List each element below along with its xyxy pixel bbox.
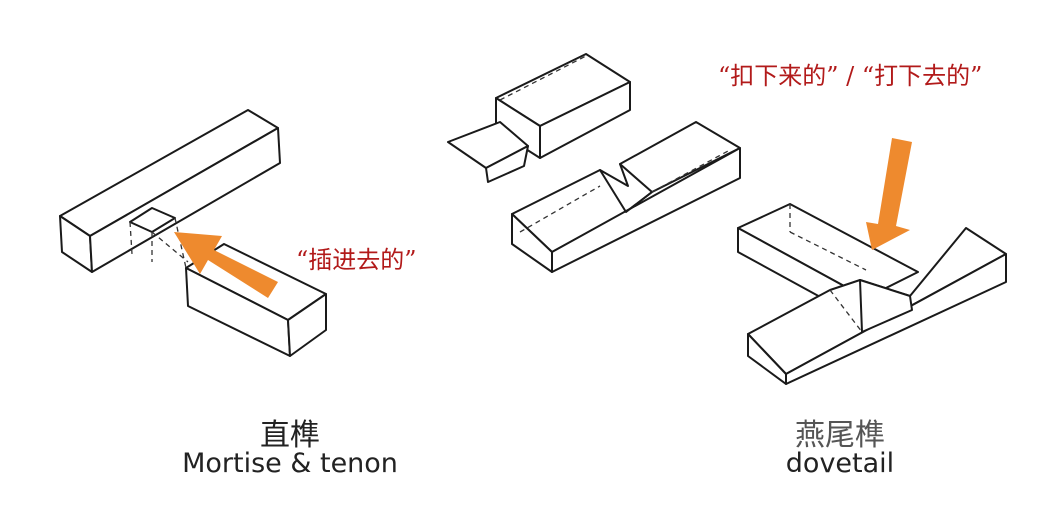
dovetail-assembled-drawing: [737, 138, 1007, 385]
insert-annotation: “插进去的”: [296, 246, 417, 274]
drop-down-arrow: [866, 138, 912, 250]
tenon-block: [151, 217, 327, 357]
insert-arrow: [174, 232, 278, 298]
drop-annotation: “扣下来的” / “打下去的”: [718, 62, 983, 90]
dovetail-title-zh: 燕尾榫: [795, 418, 885, 453]
dovetail-exploded-drawing: [447, 53, 741, 273]
dovetail-title-en: dovetail: [785, 448, 895, 479]
dovetail-lower-beam: [747, 227, 1007, 385]
mortise-tenon-title-en: Mortise & tenon: [182, 448, 398, 479]
mortise-tenon-title-zh: 直榫: [260, 418, 320, 453]
mortise-tenon-drawing: [59, 109, 327, 357]
dovetail-slot-piece: [511, 121, 741, 273]
mortise-beam: [59, 109, 281, 273]
dovetail-tongue-piece: [447, 53, 631, 183]
